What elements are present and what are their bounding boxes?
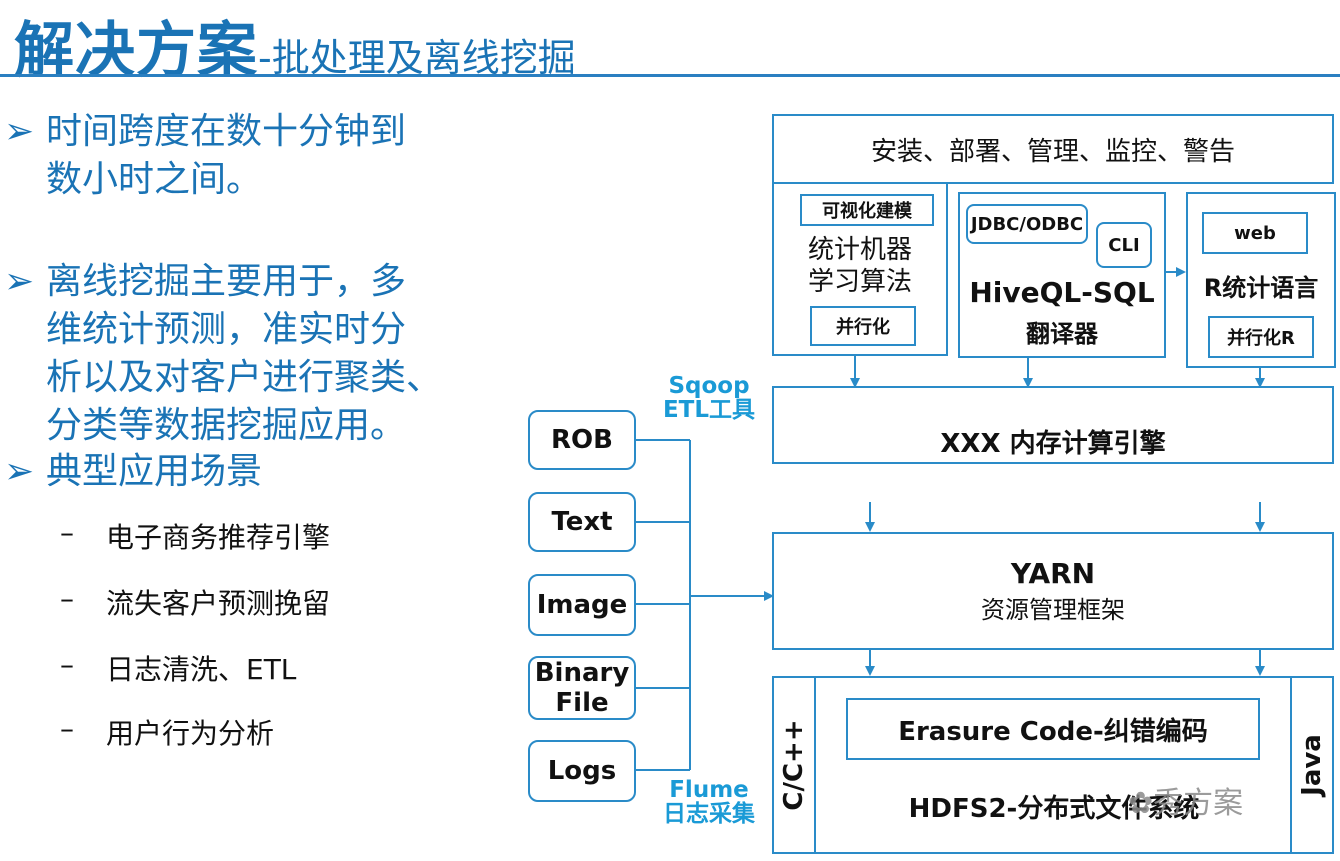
hiveql-title: HiveQL-SQL [969, 276, 1155, 309]
page-title-sub: -批处理及离线挖掘 [258, 36, 576, 80]
java-column [1290, 676, 1334, 854]
bullet-2-line-1: 离线挖掘主要用于，多 [46, 261, 407, 302]
bullet-2-line-3: 析以及对客户进行聚类、 [46, 357, 443, 398]
scenario-item: –日志清洗、ETL [60, 648, 297, 686]
yarn-title: YARN [1010, 557, 1096, 590]
cli-box: CLI [1096, 222, 1152, 268]
arrow-bullet-icon: ➢ [4, 451, 35, 492]
ops-banner-label: 安装、部署、管理、监控、警告 [870, 136, 1235, 167]
memory-engine-box: XXX 内存计算引擎 [772, 386, 1334, 464]
cpp-label: C/C++ [779, 719, 809, 811]
source-binary-file: Binary File [528, 656, 636, 720]
sqoop-label: Sqoop ETL工具 [662, 373, 756, 423]
visual-modeling-box: 可视化建模 [800, 194, 934, 226]
source-logs: Logs [528, 740, 636, 802]
title-divider [0, 74, 1340, 77]
bullet-3: ➢ 典型应用场景 [4, 448, 484, 496]
source-text: Text [528, 492, 636, 552]
wechat-icon: ✿ [1128, 786, 1154, 821]
r-title: R统计语言 [1203, 274, 1319, 302]
scenario-item: –流失客户预测挽留 [60, 582, 331, 620]
web-box: web [1202, 212, 1308, 254]
cpp-column [772, 676, 816, 854]
bullet-1-line-1: 时间跨度在数十分钟到 [46, 111, 407, 152]
arrow-bullet-icon: ➢ [4, 261, 35, 302]
ml-title: 统计机器 学习算法 [807, 235, 912, 297]
yarn-box: YARN 资源管理框架 [772, 532, 1334, 650]
watermark: ✿秀方案 [1128, 786, 1244, 821]
parallel-box: 并行化 [810, 306, 916, 346]
ops-banner: 安装、部署、管理、监控、警告 [772, 114, 1334, 184]
bullet-2: ➢ 离线挖掘主要用于，多 维统计预测，准实时分 析以及对客户进行聚类、 分类等数… [4, 258, 484, 450]
hiveql-sub: 翻译器 [1026, 320, 1098, 348]
java-label: Java [1297, 734, 1327, 796]
source-image: Image [528, 574, 636, 636]
jdbc-odbc-box: JDBC/ODBC [966, 204, 1088, 244]
scenario-item: –电子商务推荐引擎 [60, 516, 331, 554]
yarn-sub: 资源管理框架 [981, 596, 1125, 624]
scenario-item: –用户行为分析 [60, 712, 275, 750]
erasure-code-box: Erasure Code-纠错编码 [846, 698, 1260, 760]
bullet-3-line-1: 典型应用场景 [46, 451, 263, 492]
hdfs-title: HDFS2-分布式文件系统 [908, 794, 1200, 824]
bullet-1: ➢ 时间跨度在数十分钟到 数小时之间。 [4, 108, 484, 208]
bullet-1-line-2: 数小时之间。 [46, 159, 263, 200]
arrow-bullet-icon: ➢ [4, 111, 35, 152]
bullet-2-line-2: 维统计预测，准实时分 [46, 309, 407, 350]
parallel-r-box: 并行化R [1208, 316, 1314, 358]
bullet-2-line-4: 分类等数据挖掘应用。 [46, 405, 407, 446]
source-rob: ROB [528, 410, 636, 470]
flume-label: Flume 日志采集 [663, 777, 755, 827]
